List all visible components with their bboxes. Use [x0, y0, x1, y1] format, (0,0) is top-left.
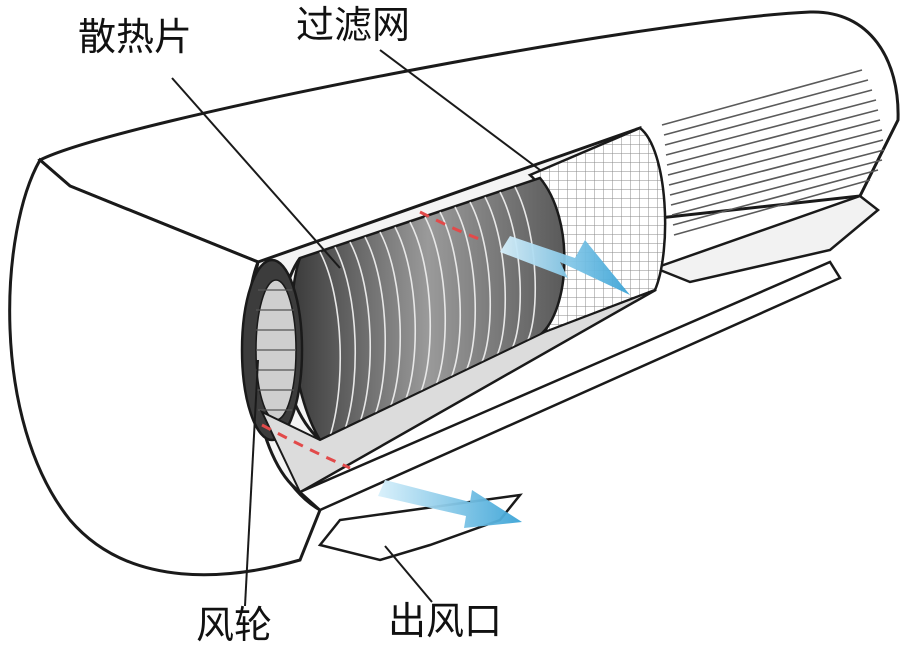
front-panel — [297, 260, 842, 512]
fan-label: 风轮 — [196, 603, 273, 647]
side-vents — [661, 69, 885, 236]
refrigerant-line — [261, 210, 483, 470]
airflow-in-arrow — [500, 236, 630, 295]
housing-top — [37, 10, 900, 264]
housing-right-underside — [651, 194, 880, 284]
leader-lines — [171, 49, 541, 607]
cutaway-floor — [259, 289, 656, 494]
fan-wheel — [240, 258, 304, 442]
heatsink-label: 散热片 — [78, 15, 193, 59]
heatsink-coil — [279, 176, 566, 442]
filter-label: 过滤网 — [296, 3, 411, 47]
airflow-out-arrow — [378, 480, 522, 528]
outlet-label: 出风口 — [388, 599, 503, 643]
